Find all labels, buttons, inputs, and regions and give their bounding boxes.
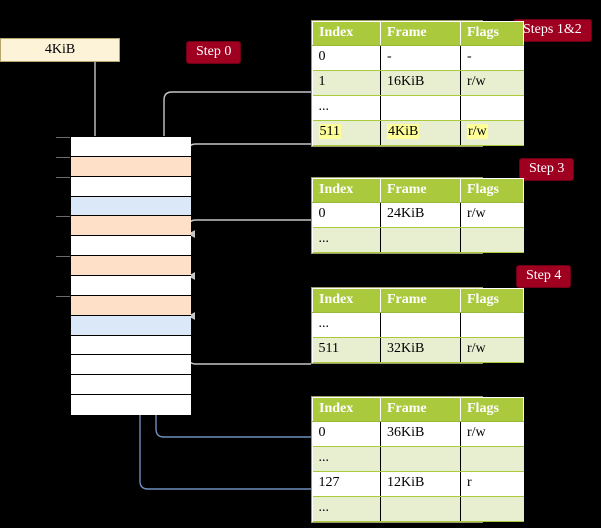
frame-cell: 36KiB xyxy=(380,421,461,447)
memory-frame-tick xyxy=(56,295,70,297)
frame-cell: 12KiB xyxy=(380,471,461,497)
index-cell: 1 xyxy=(312,70,381,96)
highlighted-value: r/w xyxy=(467,124,488,140)
column-header-flags: Flags xyxy=(460,178,524,203)
index-cell: ... xyxy=(312,227,381,253)
physical-memory-column xyxy=(56,136,191,415)
flags-cell xyxy=(460,95,524,121)
wire-step3 xyxy=(187,219,311,280)
index-cell: 0 xyxy=(312,45,381,71)
memory-frame xyxy=(71,375,191,396)
column-header-frame: Frame xyxy=(380,21,461,46)
memory-frame xyxy=(71,176,191,197)
virtual-page-label: 4KiB xyxy=(44,42,76,57)
flags-cell: r/w xyxy=(460,120,524,146)
index-cell: ... xyxy=(312,496,381,522)
flags-cell: r/w xyxy=(460,337,524,363)
wire-steps12b xyxy=(187,143,311,238)
column-header-frame: Frame xyxy=(380,178,461,203)
flags-cell xyxy=(460,496,524,522)
frame-cell xyxy=(380,496,461,522)
index-cell: ... xyxy=(312,95,381,121)
table-row: ... xyxy=(312,95,524,121)
highlighted-value: 4KiB xyxy=(387,124,420,140)
frame-cell: 4KiB xyxy=(380,120,461,146)
column-header-frame: Frame xyxy=(380,397,461,422)
memory-frame xyxy=(71,276,191,296)
memory-frame xyxy=(71,335,191,356)
column-header-index: Index xyxy=(312,288,381,313)
table-row: ... xyxy=(312,227,524,253)
frame-cell xyxy=(380,446,461,472)
flags-cell: - xyxy=(460,45,524,71)
flags-cell xyxy=(460,312,524,338)
badge-steps-1-2: Steps 1&2 xyxy=(513,19,592,43)
index-cell: 511 xyxy=(312,337,381,363)
index-cell: 511 xyxy=(312,120,381,146)
memory-frame-tick xyxy=(56,176,70,178)
memory-frame xyxy=(71,395,191,415)
frame-cell xyxy=(380,227,461,253)
memory-frame xyxy=(71,295,191,316)
memory-frame xyxy=(71,196,191,217)
memory-frame-tick xyxy=(56,156,70,158)
badge-step-0: Step 0 xyxy=(186,41,242,65)
memory-frame xyxy=(71,216,191,237)
highlighted-value: 511 xyxy=(318,124,341,140)
flags-cell xyxy=(460,227,524,253)
flags-cell xyxy=(460,446,524,472)
virtual-page-box: 4KiB xyxy=(0,38,120,62)
table-row: ... xyxy=(312,312,524,338)
flags-cell: r/w xyxy=(460,421,524,447)
memory-frame-tick xyxy=(56,256,70,258)
index-cell: 127 xyxy=(312,471,381,497)
frame-cell: 24KiB xyxy=(380,202,461,228)
index-cell: ... xyxy=(312,446,381,472)
memory-frame xyxy=(71,137,191,157)
column-header-flags: Flags xyxy=(460,21,524,46)
frame-cell: - xyxy=(380,45,461,71)
column-header-index: Index xyxy=(312,21,381,46)
column-header-flags: Flags xyxy=(460,397,524,422)
table-row: 0-- xyxy=(312,45,524,71)
frame-cell xyxy=(380,95,461,121)
flags-cell: r/w xyxy=(460,202,524,228)
memory-frame xyxy=(71,355,191,376)
flags-cell: r xyxy=(460,471,524,497)
frame-cell: 32KiB xyxy=(380,337,461,363)
badge-step-3: Step 3 xyxy=(519,158,575,182)
frame-cell xyxy=(380,312,461,338)
table-row: 511 4KiB r/w xyxy=(312,120,524,146)
table-row: ... xyxy=(312,496,524,522)
index-cell: 0 xyxy=(312,202,381,228)
column-header-index: Index xyxy=(312,397,381,422)
badge-step-4: Step 4 xyxy=(516,265,572,289)
index-cell: ... xyxy=(312,312,381,338)
column-header-flags: Flags xyxy=(460,288,524,313)
memory-frame-tick xyxy=(56,216,70,218)
index-cell: 0 xyxy=(312,421,381,447)
memory-frame xyxy=(71,156,191,177)
frame-cell: 16KiB xyxy=(380,70,461,96)
flags-cell: r/w xyxy=(460,70,524,96)
memory-frame xyxy=(71,315,191,336)
memory-frame xyxy=(71,236,191,257)
column-header-index: Index xyxy=(312,178,381,203)
memory-frame xyxy=(71,256,191,276)
table-row: ... xyxy=(312,446,524,472)
wire-step4 xyxy=(187,312,311,365)
memory-frame-tick xyxy=(56,137,70,138)
column-header-frame: Frame xyxy=(380,288,461,313)
